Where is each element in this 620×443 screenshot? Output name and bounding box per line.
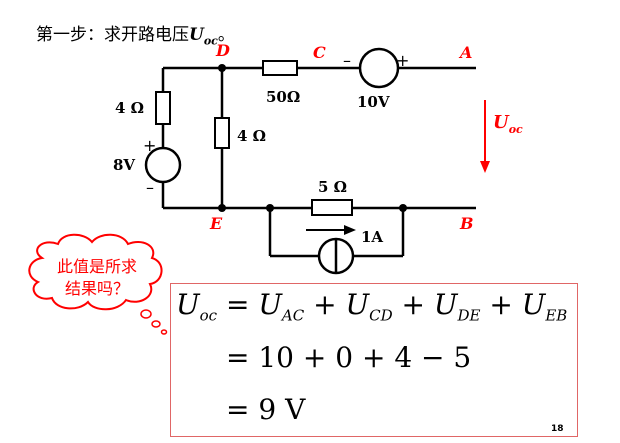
label-resistor-top: 50Ω — [266, 88, 300, 106]
label-voltage-top: 10V — [357, 93, 390, 111]
node-dot-bottom-right — [399, 204, 407, 212]
formula-row-1: Uoc = UAC + UCD + UDE + UEB — [176, 288, 568, 325]
node-label-e: E — [209, 214, 223, 233]
resistor-middle — [214, 117, 230, 149]
thought-bubble-line2: 结果吗？ — [64, 279, 129, 298]
step-title-text: 第一步：求开路电压 — [36, 25, 189, 45]
node-dot-e — [218, 204, 226, 212]
resistor-left — [155, 91, 171, 125]
polarity-left-minus: – — [146, 178, 154, 197]
voltage-source-left — [144, 146, 182, 184]
thought-bubble-line1: 此值是所求 — [56, 257, 137, 276]
thought-bubble-text: 此值是所求 结果吗？ — [38, 256, 156, 300]
step-title-variable: Uoc — [189, 25, 218, 48]
polarity-top-plus: + — [396, 51, 409, 70]
voltage-source-top — [358, 47, 400, 89]
label-uoc: Uoc — [493, 112, 523, 136]
thought-bubble — [28, 233, 168, 335]
label-resistor-middle: 4 Ω — [237, 127, 266, 145]
label-current-source: 1A — [361, 228, 383, 246]
label-voltage-left: 8V — [113, 156, 135, 174]
node-dot-d — [218, 64, 226, 72]
step-title-suffix: 。 — [217, 25, 235, 45]
formula-box — [170, 283, 578, 437]
polarity-top-minus: – — [343, 51, 351, 70]
node-label-c: C — [313, 43, 326, 62]
node-label-b: B — [459, 214, 474, 233]
node-label-a: A — [458, 43, 472, 62]
step-title: 第一步：求开路电压Uoc。 — [36, 20, 235, 47]
circuit-wires — [161, 66, 476, 258]
polarity-left-plus: + — [143, 136, 156, 155]
resistor-top — [262, 60, 298, 76]
formula-row-3: = 9 V — [226, 393, 306, 426]
formula-row-2: = 10 + 0 + 4 − 5 — [226, 341, 472, 374]
node-label-d: D — [215, 41, 230, 60]
label-resistor-left: 4 Ω — [115, 99, 144, 117]
label-resistor-bottom: 5 Ω — [318, 178, 347, 196]
resistor-bottom — [311, 199, 353, 216]
node-dot-bottom-left — [266, 204, 274, 212]
page-number: 18 — [551, 424, 564, 434]
